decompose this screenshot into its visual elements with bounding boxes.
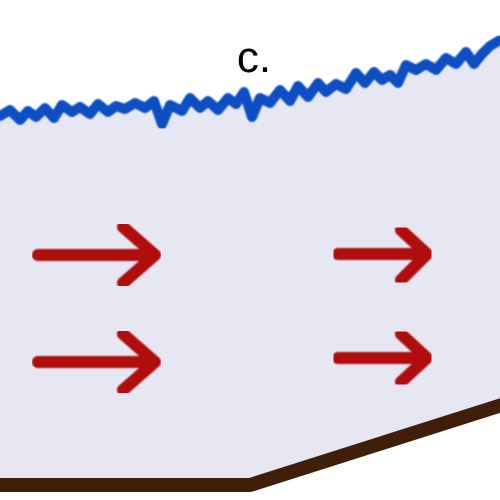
water-body: [0, 42, 500, 483]
panel-label: c.: [237, 33, 271, 82]
water-surface-line: [0, 35, 500, 129]
flow-arrow-icon: [32, 221, 161, 289]
flow-arrow-icon: [332, 328, 433, 388]
flow-arrow-icon: [332, 224, 433, 286]
flow-arrow-icon: [32, 328, 161, 396]
channel-bed-line: [0, 398, 500, 492]
